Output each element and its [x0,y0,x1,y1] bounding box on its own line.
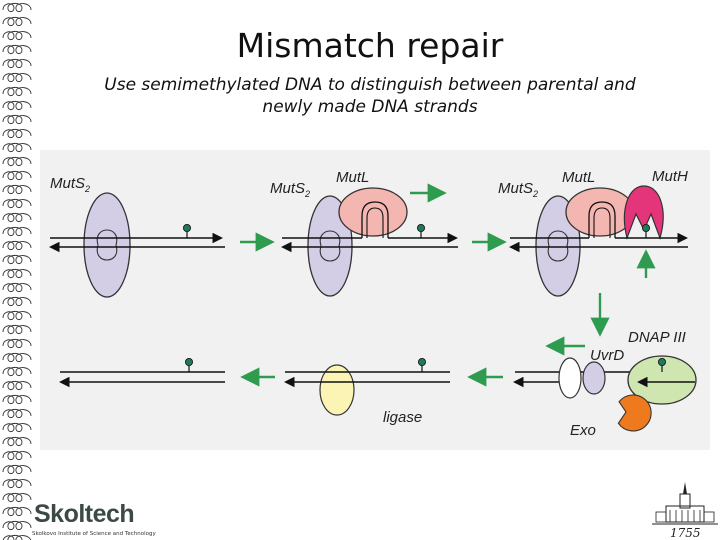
methyl-group [182,224,191,233]
muts-label: MutS2 [498,180,538,199]
dnap-label: DNAP III [628,329,686,346]
uvrd-label: UvrD [590,347,624,364]
slide-title: Mismatch repair [236,26,504,65]
university-crest [652,482,718,525]
methyl-group [417,357,426,366]
logo-wordmark: Skoltech [34,500,135,528]
ligase-label: ligase [383,409,422,426]
dna-loop [588,201,616,238]
mismatch-repair-diagram: MutS2 MutS2 MutL MutS2 MutL MutH [40,150,710,450]
muth-label: MutH [652,168,688,185]
exo-protein [617,394,652,432]
uvrd-protein [582,361,606,395]
logo-tagline: Skolkovo Institute of Science and Techno… [32,531,156,537]
ligase-protein [319,364,355,416]
dnap-protein [627,355,697,405]
muts-inner-loop [547,230,569,262]
methyl-group [658,357,667,366]
subtitle-line-1: Use semimethylated DNA to distinguish be… [104,75,636,95]
dna-loop [361,201,389,238]
subtitle-line-2: newly made DNA strands [262,97,478,117]
mutl-label: MutL [562,169,595,186]
methyl-group [184,357,193,366]
panel-ligation: ligase [284,357,450,426]
mutl-label: MutL [336,169,369,186]
muts-label: MutS2 [50,175,90,194]
muts-label: MutS2 [270,180,310,199]
muts-inner-loop [96,229,118,261]
methyl-group [416,224,425,233]
panel-muts-binding: MutS2 [49,175,225,298]
panel-repaired-dna [59,357,225,388]
methyl-group [642,224,651,233]
dna-loop-inner [593,207,611,238]
exo-label: Exo [570,422,596,439]
panel-excision-resynthesis: DNAP III UvrD Exo [513,329,697,439]
decorative-border [0,0,34,540]
panel-muth-nicking: MutS2 MutL MutH [498,168,688,297]
muts-inner-loop [319,230,341,262]
skoltech-logo: Skoltech Skolkovo Institute of Science a… [30,500,156,540]
panel-mutl-recruitment: MutS2 MutL [270,169,458,297]
mutl-protein [565,187,635,237]
muts-remnant [558,357,582,399]
mutl-protein [338,187,408,237]
dna-loop-inner [366,207,384,238]
slide-subtitle: Use semimethylated DNA to distinguish be… [60,74,680,118]
crest-year: 1755 [670,526,701,540]
